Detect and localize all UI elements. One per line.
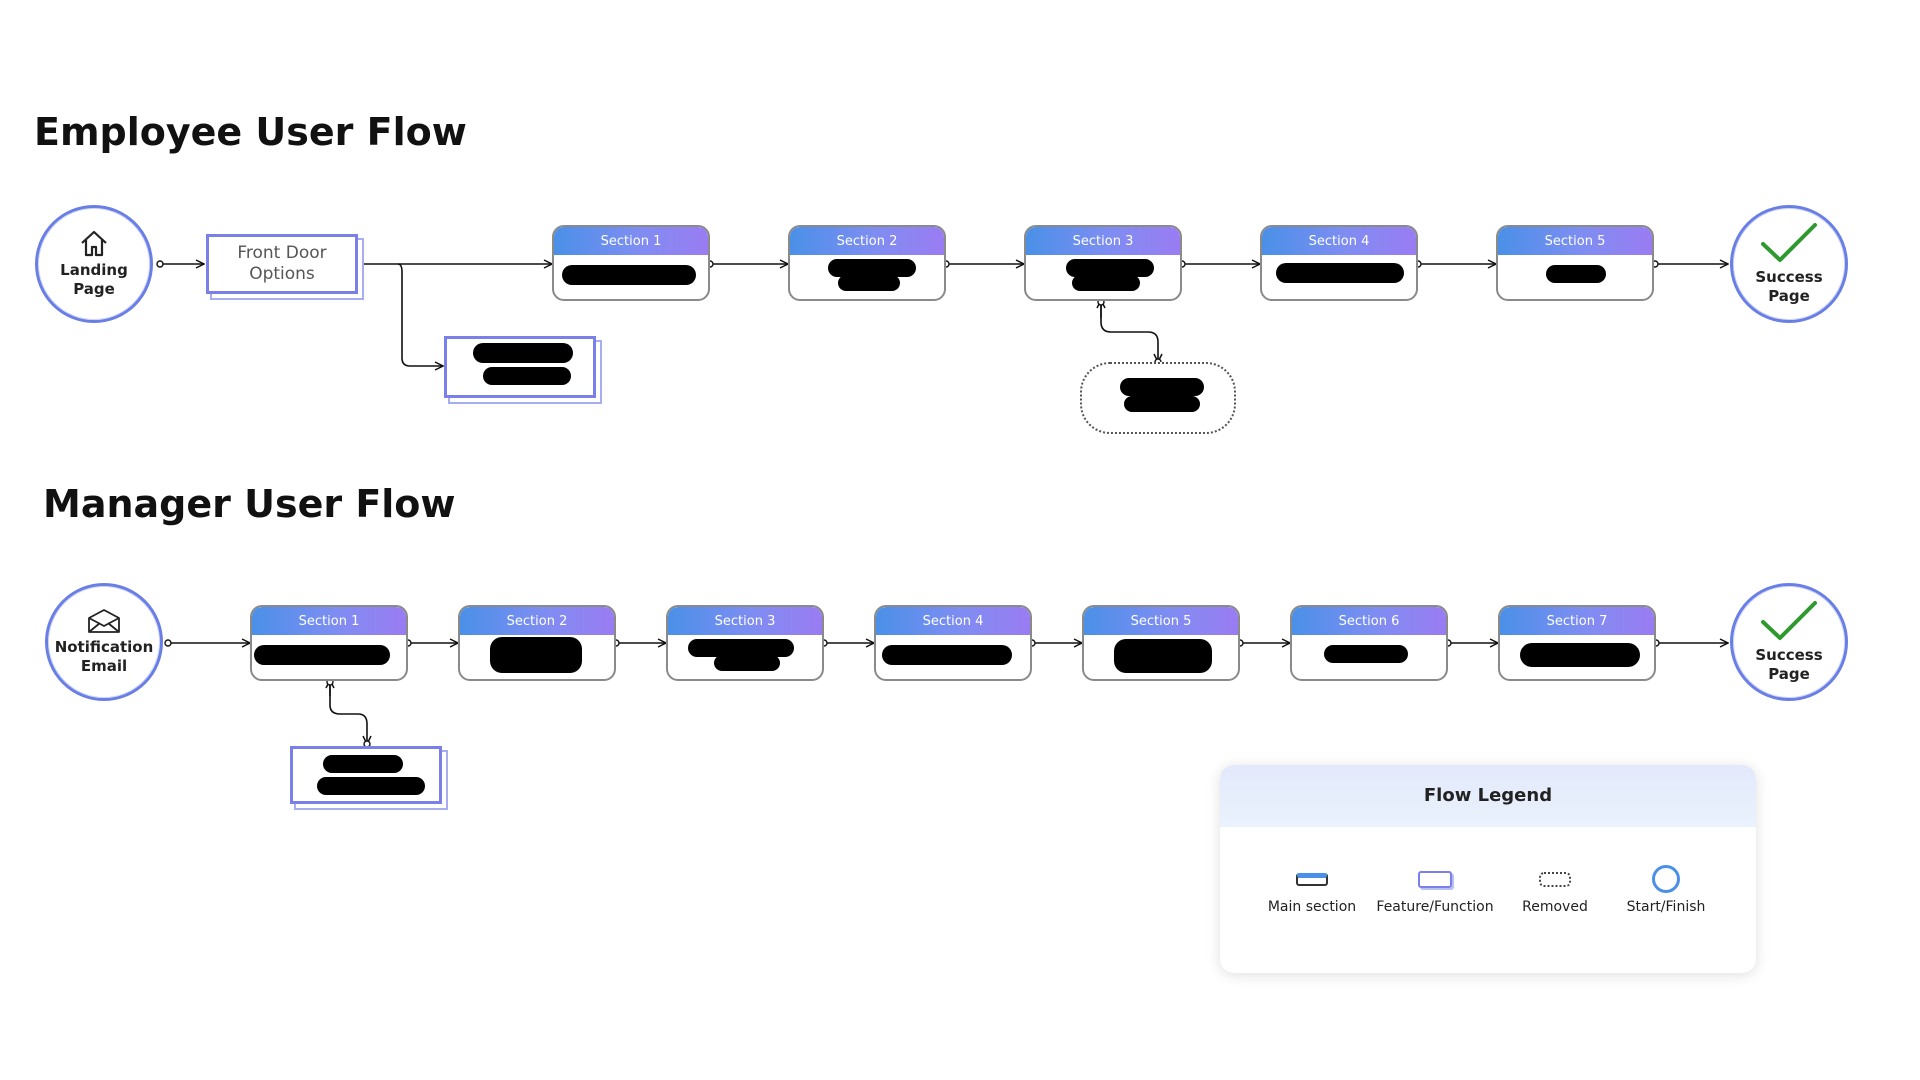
landing-page-label: Landing Page — [60, 261, 128, 298]
redaction — [473, 343, 573, 363]
redaction — [1072, 275, 1140, 291]
envelope-icon — [88, 609, 120, 633]
connector — [329, 684, 367, 744]
redaction — [562, 265, 696, 285]
section-header: Section 4 — [1262, 227, 1416, 255]
redacted-feature-node — [444, 336, 596, 398]
success-page-label: Success Page — [1755, 646, 1823, 683]
section-header: Section 5 — [1084, 607, 1238, 635]
legend-item-main-section: Main section — [1242, 865, 1382, 915]
redaction — [483, 367, 571, 385]
legend-item-start-finish: Start/Finish — [1596, 865, 1736, 915]
section-header: Section 7 — [1500, 607, 1654, 635]
manager-redacted-feature-node — [290, 746, 442, 804]
section-header: Section 1 — [252, 607, 406, 635]
checkmark-icon — [1761, 601, 1817, 640]
redaction — [1114, 639, 1212, 673]
redaction — [1276, 263, 1404, 283]
redaction — [1546, 265, 1606, 283]
redaction — [1066, 259, 1154, 277]
redaction — [838, 275, 900, 291]
employee-flow-title: Employee User Flow — [34, 110, 467, 154]
employee-success-node: Success Page — [1730, 205, 1848, 323]
flow-legend: Flow Legend Main section Feature/Functio… — [1220, 765, 1756, 973]
section-header: Section 5 — [1498, 227, 1652, 255]
legend-item-removed: Removed — [1485, 865, 1625, 915]
section-header: Section 2 — [460, 607, 614, 635]
legend-label: Start/Finish — [1626, 899, 1706, 915]
manager-section-3: Section 3 — [666, 605, 824, 681]
employee-section-5: Section 5 — [1496, 225, 1654, 301]
section-header: Section 3 — [1026, 227, 1180, 255]
main-section-swatch — [1296, 872, 1328, 886]
employee-section-2: Section 2 — [788, 225, 946, 301]
front-door-options-node: Front Door Options — [206, 234, 358, 294]
front-door-options-label: Front Door Options — [237, 243, 327, 284]
redaction — [1124, 396, 1200, 412]
connector — [397, 263, 443, 366]
section-header: Section 3 — [668, 607, 822, 635]
redaction — [1520, 643, 1640, 667]
legend-label: Feature/Function — [1376, 899, 1494, 915]
notification-email-node: Notification Email — [45, 583, 163, 701]
redaction — [882, 645, 1012, 665]
feature-swatch — [1418, 870, 1452, 888]
manager-section-5: Section 5 — [1082, 605, 1240, 681]
manager-success-node: Success Page — [1730, 583, 1848, 701]
circle-swatch — [1652, 865, 1680, 893]
landing-page-node: Landing Page — [35, 205, 153, 323]
redaction — [688, 639, 794, 657]
section-header: Section 2 — [790, 227, 944, 255]
removed-node — [1080, 362, 1236, 434]
legend-label: Main section — [1267, 899, 1357, 915]
removed-swatch — [1539, 871, 1571, 887]
manager-flow-title: Manager User Flow — [43, 482, 456, 526]
manager-section-2: Section 2 — [458, 605, 616, 681]
legend-item-feature: Feature/Function — [1365, 865, 1505, 915]
redaction — [714, 655, 780, 671]
redaction — [317, 777, 425, 795]
manager-section-4: Section 4 — [874, 605, 1032, 681]
house-icon — [81, 230, 107, 257]
redaction — [828, 259, 916, 277]
redaction — [1324, 645, 1408, 663]
employee-section-4: Section 4 — [1260, 225, 1418, 301]
employee-section-1: Section 1 — [552, 225, 710, 301]
redaction — [1120, 378, 1204, 396]
manager-section-6: Section 6 — [1290, 605, 1448, 681]
section-header: Section 4 — [876, 607, 1030, 635]
manager-section-7: Section 7 — [1498, 605, 1656, 681]
redaction — [490, 637, 582, 673]
redaction — [323, 755, 403, 773]
manager-section-1: Section 1 — [250, 605, 408, 681]
section-header: Section 6 — [1292, 607, 1446, 635]
success-page-label: Success Page — [1755, 268, 1823, 305]
checkmark-icon — [1761, 223, 1817, 262]
redaction — [254, 645, 390, 665]
legend-title: Flow Legend — [1220, 765, 1756, 827]
legend-label: Removed — [1522, 899, 1588, 915]
section-header: Section 1 — [554, 227, 708, 255]
connector — [1100, 304, 1158, 362]
notification-email-label: Notification Email — [54, 638, 154, 675]
employee-section-3: Section 3 — [1024, 225, 1182, 301]
